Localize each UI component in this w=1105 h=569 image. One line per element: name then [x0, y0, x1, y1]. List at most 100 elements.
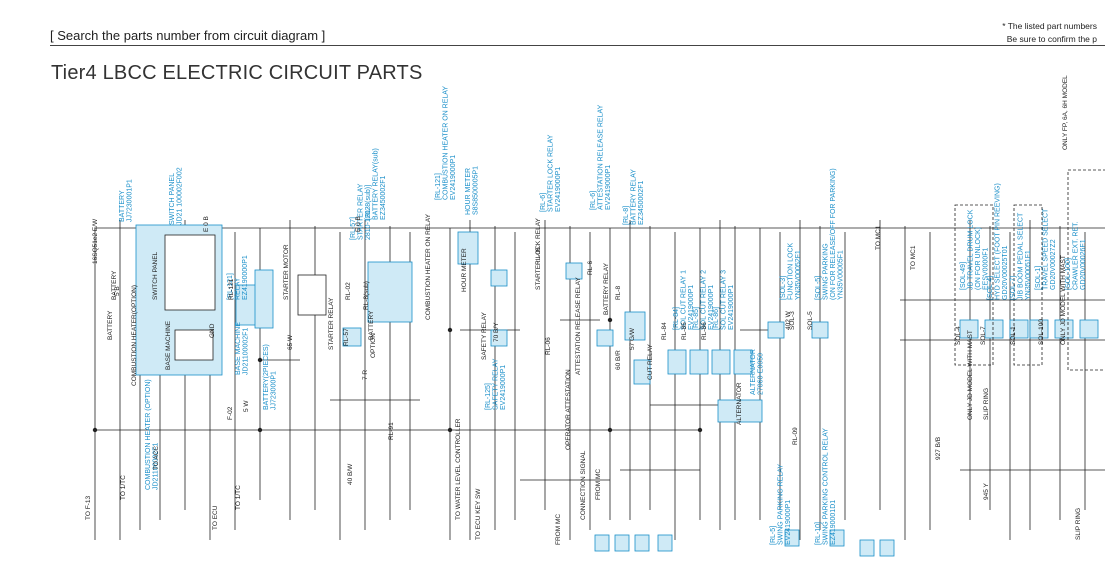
wire-label: RL-06	[545, 337, 552, 355]
wire-label: SLIP RING	[1075, 508, 1082, 540]
wire-label: SOL-100	[1038, 319, 1045, 345]
sol-cut-relay-box	[667, 349, 687, 375]
wire-label: TO MC1	[875, 225, 882, 250]
wire-label: SOL-4	[955, 326, 962, 345]
part-label: GD20V00025T01	[1002, 245, 1009, 300]
cut-relay-box	[633, 359, 651, 385]
part-label: RELAY	[235, 277, 242, 300]
part-label: SWITCH PANEL	[169, 173, 176, 225]
heater-on-relay-box	[457, 231, 479, 265]
part-label: SAFETY RELAY	[493, 358, 500, 410]
junction-dot	[257, 427, 263, 433]
part-label: HYD SELECT (FOOT PIN REEVING)	[995, 183, 1002, 300]
part-label: [RL-10]	[815, 522, 822, 545]
component-boxes	[135, 169, 1105, 557]
wire-label: ATTESTATION RELEASE RELAY	[575, 277, 582, 375]
junction-dot	[257, 357, 263, 363]
wire-label: TO 1/TC	[235, 485, 242, 510]
part-label: CRAWLER EXT. RET.	[1073, 221, 1080, 290]
part-label: GD20V00026F1	[1080, 239, 1087, 290]
part-label: EV2419000P1	[785, 500, 792, 545]
part-label: STARTER RELAY	[358, 183, 365, 240]
part-label: [RL-6]	[590, 191, 597, 210]
relay-box	[594, 534, 610, 552]
wire-label: GND	[209, 323, 216, 338]
part-label: TRAVEL SPEED SELECT	[1043, 208, 1050, 290]
junction-dot	[447, 327, 453, 333]
wire-label: RL-02	[345, 282, 352, 300]
starter-motor-box	[297, 274, 327, 316]
wire-label: 40 B/W	[347, 463, 354, 485]
part-label: BATTERY RELAY(sub)	[373, 148, 380, 220]
wire-label: 60 B/R	[615, 350, 622, 370]
part-label: (ON FOR UNLOCK)	[975, 227, 982, 290]
wire-label: 927 B/B	[935, 437, 942, 460]
part-label: COMBUSTION HEATER ON RELAY	[443, 86, 450, 200]
relay-box	[829, 529, 845, 547]
part-label: YN35V00052F1	[795, 250, 802, 300]
part-label: JJ7230001P1	[127, 179, 134, 222]
part-label: GD20V00027Z2	[1050, 239, 1057, 290]
solenoid-box	[1054, 319, 1074, 339]
part-label: BATTERY RELAY	[631, 169, 638, 225]
part-label: S8S8500005P1	[473, 166, 480, 215]
wire-label: 57 G/W	[629, 327, 636, 350]
wire-label: 945 Y	[983, 482, 990, 500]
part-label: EZ4190000P1	[242, 255, 249, 300]
part-label: [RL-5]	[770, 526, 777, 545]
part-label: JD21100002F1	[243, 328, 250, 375]
sol-5-box	[811, 321, 829, 339]
wire-label: TO MC1	[910, 245, 917, 270]
part-label: EESV0000F1	[983, 247, 990, 290]
wires-group	[92, 220, 1105, 540]
wire-label: RL-57	[343, 328, 350, 346]
base-machine-box	[174, 329, 214, 361]
part-label: [SOL-100]	[1065, 258, 1072, 290]
wire-label: RL-86	[701, 322, 708, 340]
part-label: BATTERY(2PIECES)	[263, 344, 270, 410]
wire-label: SOL-7	[980, 326, 987, 345]
wire-label: TO F-13	[85, 496, 92, 520]
starter-lock-relay-box	[565, 262, 583, 280]
battery-relay-box-2	[624, 311, 646, 341]
part-label: EV2419000P1	[605, 165, 612, 210]
junction-dot	[92, 427, 98, 433]
part-label: [SOL-4]	[987, 276, 994, 300]
part-label: JD21100002F1	[153, 443, 160, 490]
wire-label: TO 1/TC	[120, 475, 127, 500]
part-label: EV2419000P1	[688, 285, 695, 330]
dashed-option-group	[954, 204, 994, 366]
wire-label: TO ECU	[212, 505, 219, 530]
wire-label: RL-91	[388, 422, 395, 440]
relay-box	[879, 539, 895, 557]
wire-label: ALTERNATOR	[736, 382, 743, 425]
part-label: [SOL-3]	[780, 276, 787, 300]
part-label: SOL CUT RELAY 2	[701, 270, 708, 330]
junction-dot	[697, 427, 703, 433]
wire-label: 7 R	[362, 370, 369, 380]
wire-label: OPERATOR ATTESTATION	[565, 369, 572, 450]
battery-relay-sub-box	[367, 261, 413, 323]
part-label: [RL-86]	[713, 307, 720, 330]
wire-label: E 0 B	[203, 216, 210, 232]
wire-label: CUT RELAY	[647, 343, 654, 380]
wire-label: COMBUSTION HEATER ON RELAY	[425, 213, 432, 320]
part-label: SWING PARKING CONTROL RELAY	[823, 428, 830, 545]
wire-label: RL-05	[535, 247, 542, 265]
part-label: [RL-125]	[485, 383, 492, 410]
part-label: SOL CUT RELAY 1	[681, 270, 688, 330]
solenoid-box	[1009, 319, 1029, 339]
part-label: [RL-121]	[227, 273, 234, 300]
part-label: SWING PARKING	[823, 243, 830, 300]
alternator-box	[717, 399, 763, 423]
part-label: HOUR METER	[465, 168, 472, 215]
part-label: 27060-E0050	[758, 353, 765, 395]
part-label: EZ3450002F1	[380, 176, 387, 220]
parts-number-note: * The listed part numbers Be sure to con…	[1002, 20, 1097, 46]
part-label: [RL-8(sub)]	[365, 185, 372, 220]
switch-panel-box	[164, 234, 216, 311]
part-label: COMBUSTION HEATER (OPTION)	[145, 379, 152, 490]
wire-label: 402 W	[785, 310, 792, 330]
part-label: EV2419000P1	[555, 167, 562, 212]
